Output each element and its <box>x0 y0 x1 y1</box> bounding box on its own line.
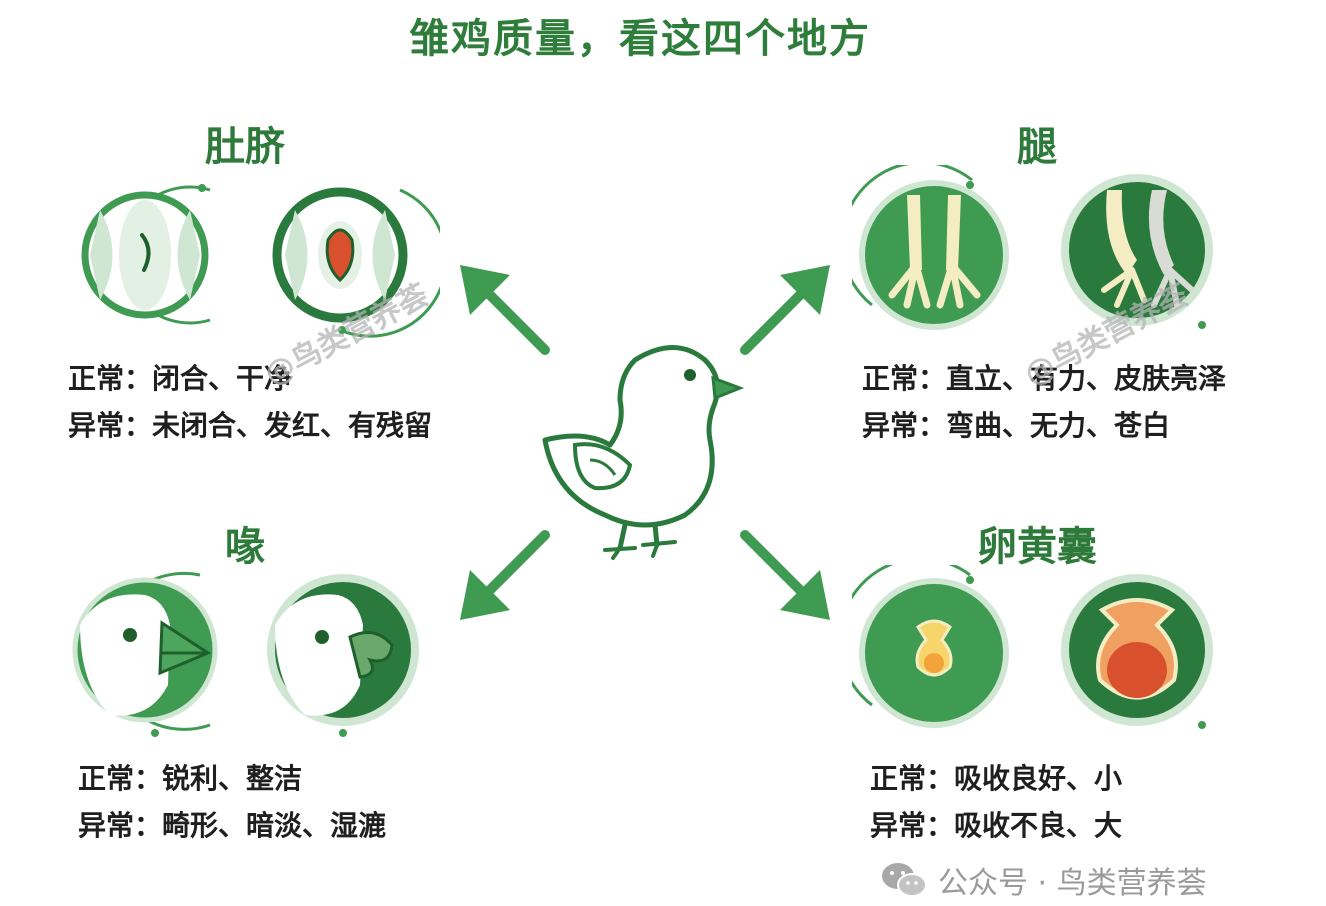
arrow-down-right-icon <box>740 530 830 620</box>
arrow-down-left-icon <box>460 530 550 620</box>
arrow-up-left-icon <box>460 265 550 355</box>
yolk-description: 正常：吸收良好、小 异常：吸收不良、大 <box>870 755 1122 849</box>
legs-title: 腿 <box>1017 124 1057 170</box>
beak-title: 喙 <box>225 524 265 570</box>
legs-normal-icon <box>852 165 1009 330</box>
yolk-abnormal-text: 异常：吸收不良、大 <box>870 809 1123 842</box>
yolk-title: 卵黄囊 <box>977 524 1097 570</box>
navel-icons <box>81 184 440 338</box>
footer-text: 公众号 · 鸟类营养荟 <box>938 866 1207 901</box>
navel-normal-icon <box>81 184 211 325</box>
legs-abnormal-text: 异常：弯曲、无力、苍白 <box>862 409 1171 442</box>
beak-abnormal-icon <box>267 574 419 737</box>
navel-normal-text: 正常：闭合、干净 <box>68 362 293 395</box>
beak-normal-icon <box>72 571 218 737</box>
yolk-normal-icon <box>852 565 1009 728</box>
navel-description: 正常：闭合、干净 异常：未闭合、发红、有残留 <box>68 355 432 449</box>
legs-normal-text: 正常：直立、有力、皮肤亮泽 <box>862 362 1227 395</box>
legs-icons <box>852 165 1213 330</box>
beak-normal-text: 正常：锐利、整洁 <box>78 762 303 795</box>
legs-description: 正常：直立、有力、皮肤亮泽 异常：弯曲、无力、苍白 <box>862 355 1226 449</box>
beak-icons <box>72 571 419 737</box>
wechat-icon <box>882 863 927 897</box>
navel-abnormal-icon <box>272 187 440 338</box>
page-title: 雏鸡质量，看这四个地方 <box>409 16 871 62</box>
footer: 公众号 · 鸟类营养荟 <box>880 858 1207 902</box>
yolk-icons <box>852 565 1213 729</box>
navel-title: 肚脐 <box>205 124 285 170</box>
legs-abnormal-icon <box>1061 174 1213 329</box>
chick-icon <box>542 345 745 560</box>
yolk-normal-text: 正常：吸收良好、小 <box>870 762 1123 795</box>
navel-abnormal-text: 异常：未闭合、发红、有残留 <box>68 409 433 442</box>
arrow-up-right-icon <box>740 265 830 355</box>
yolk-abnormal-icon <box>1061 574 1213 729</box>
beak-description: 正常：锐利、整洁 异常：畸形、暗淡、湿漉 <box>78 755 386 849</box>
beak-abnormal-text: 异常：畸形、暗淡、湿漉 <box>78 809 387 842</box>
